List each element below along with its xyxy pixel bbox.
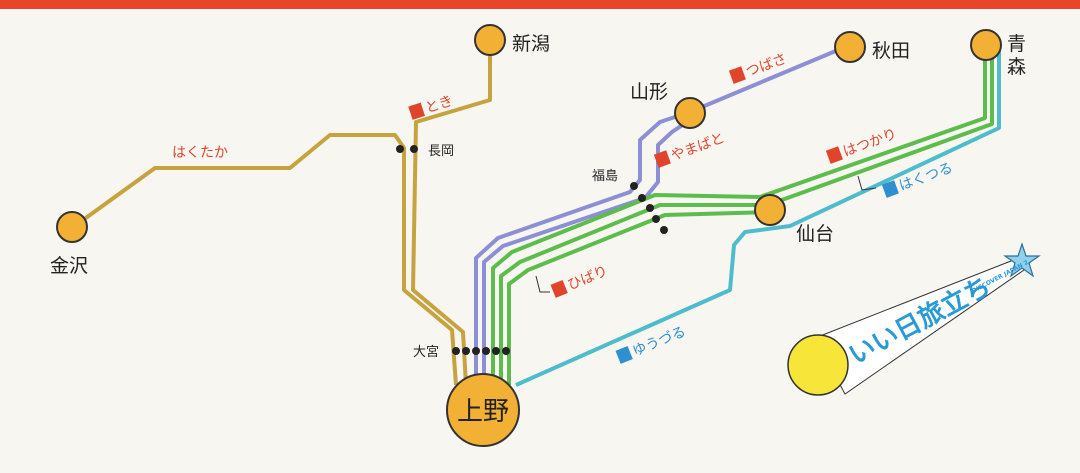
svg-text:はくつる: はくつる [897, 160, 955, 194]
train-hibari: ひばり [550, 263, 610, 298]
leader-line [857, 175, 877, 191]
train-tsubasa: つばさ [728, 51, 789, 84]
label-aomori-1: 青 [1007, 33, 1026, 55]
train-hakutaka: はくたか [172, 145, 228, 161]
svg-text:やまばと: やまばと [669, 130, 727, 164]
svg-text:はつかり: はつかり [841, 126, 899, 160]
label-sendai: 仙台 [796, 223, 834, 245]
limited-express-icon [825, 146, 843, 164]
station-aomori[interactable] [970, 29, 1002, 61]
label-kanazawa: 金沢 [50, 255, 88, 277]
label-akita: 秋田 [872, 40, 910, 62]
star-icon [1003, 242, 1041, 278]
station-sendai[interactable] [754, 194, 786, 226]
line-hakutaka [70, 133, 458, 386]
label-niigata: 新潟 [512, 33, 550, 55]
station-akita[interactable] [834, 31, 866, 63]
station-ueno[interactable] [446, 373, 520, 447]
sleeper-icon [615, 346, 633, 364]
station-niigata[interactable] [474, 24, 506, 56]
train-yuzuru: ゆうづる [615, 324, 688, 364]
line-hibari [507, 210, 771, 385]
limited-express-icon [408, 102, 425, 120]
limited-express-icon [653, 150, 671, 168]
leader-line [535, 275, 550, 293]
label-ueno: 上野 [457, 397, 509, 427]
line-hatsukari [491, 45, 987, 385]
minor-station-dots [396, 145, 668, 355]
discover-japan-logo: いい日旅立ち DISCOVER JAPAN 2 [787, 242, 1041, 396]
label-yamagata: 山形 [630, 81, 668, 103]
limited-express-icon [728, 66, 746, 84]
svg-text:つばさ: つばさ [744, 51, 789, 80]
limited-express-icon [550, 280, 568, 298]
line-toki [411, 42, 492, 386]
line-yamabato [482, 118, 692, 385]
svg-text:ひばり: ひばり [565, 263, 610, 294]
label-fukushima: 福島 [592, 169, 618, 184]
top-red-band [0, 0, 1080, 9]
label-nagaoka: 長岡 [428, 144, 454, 159]
station-yamagata[interactable] [674, 97, 706, 129]
sun-icon [787, 334, 849, 396]
sleeper-icon [881, 180, 899, 198]
label-aomori-2: 森 [1007, 56, 1026, 78]
line-yuzuru-hakutsuru [515, 45, 1001, 387]
station-kanazawa[interactable] [56, 211, 88, 243]
label-omiya: 大宮 [413, 344, 439, 360]
line-tohoku-2 [499, 45, 994, 385]
